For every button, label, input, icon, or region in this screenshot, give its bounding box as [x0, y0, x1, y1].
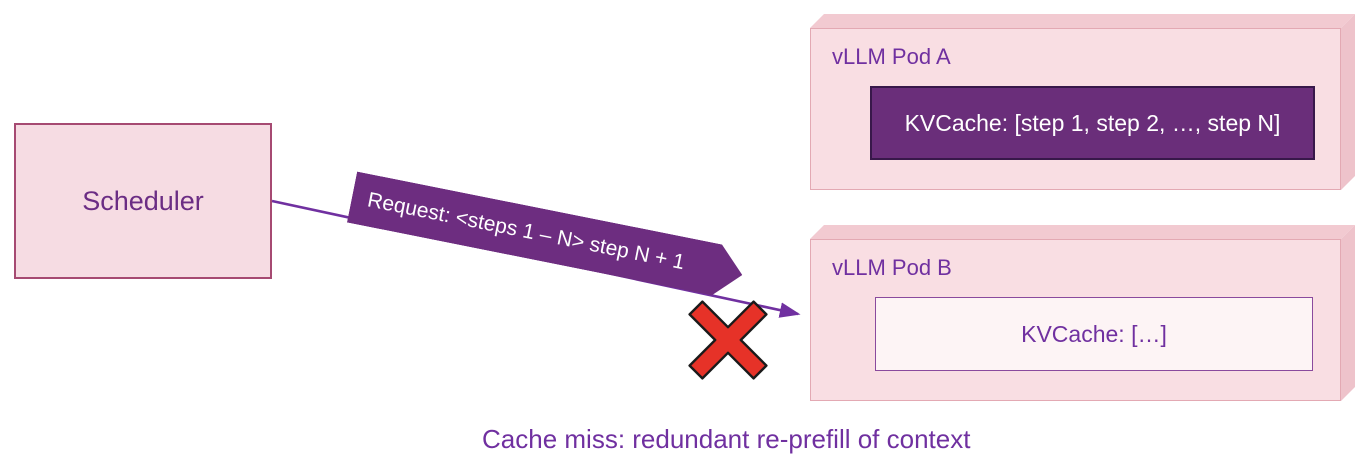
request-banner-label: Request: <steps 1 – N> step N + 1	[365, 188, 687, 275]
pod-a-right-face	[1341, 14, 1355, 190]
request-banner: Request: <steps 1 – N> step N + 1	[347, 172, 747, 301]
pod-a-top-face	[810, 14, 1355, 28]
pod-b-title: vLLM Pod B	[832, 255, 952, 280]
pod-b: vLLM Pod B KVCache: […]	[810, 225, 1355, 401]
pod-a-title: vLLM Pod A	[832, 44, 951, 69]
scheduler-label: Scheduler	[82, 185, 204, 216]
pod-b-right-face	[1341, 225, 1355, 401]
red-x-icon	[688, 300, 768, 380]
pod-a: vLLM Pod A KVCache: [step 1, step 2, …, …	[810, 14, 1355, 190]
pod-b-kvcache: KVCache: […]	[875, 297, 1313, 371]
pod-a-kvcache: KVCache: [step 1, step 2, …, step N]	[870, 86, 1315, 160]
pod-b-top-face	[810, 225, 1355, 239]
caption-text: Cache miss: redundant re-prefill of cont…	[482, 424, 971, 454]
scheduler-node: Scheduler	[14, 123, 272, 279]
